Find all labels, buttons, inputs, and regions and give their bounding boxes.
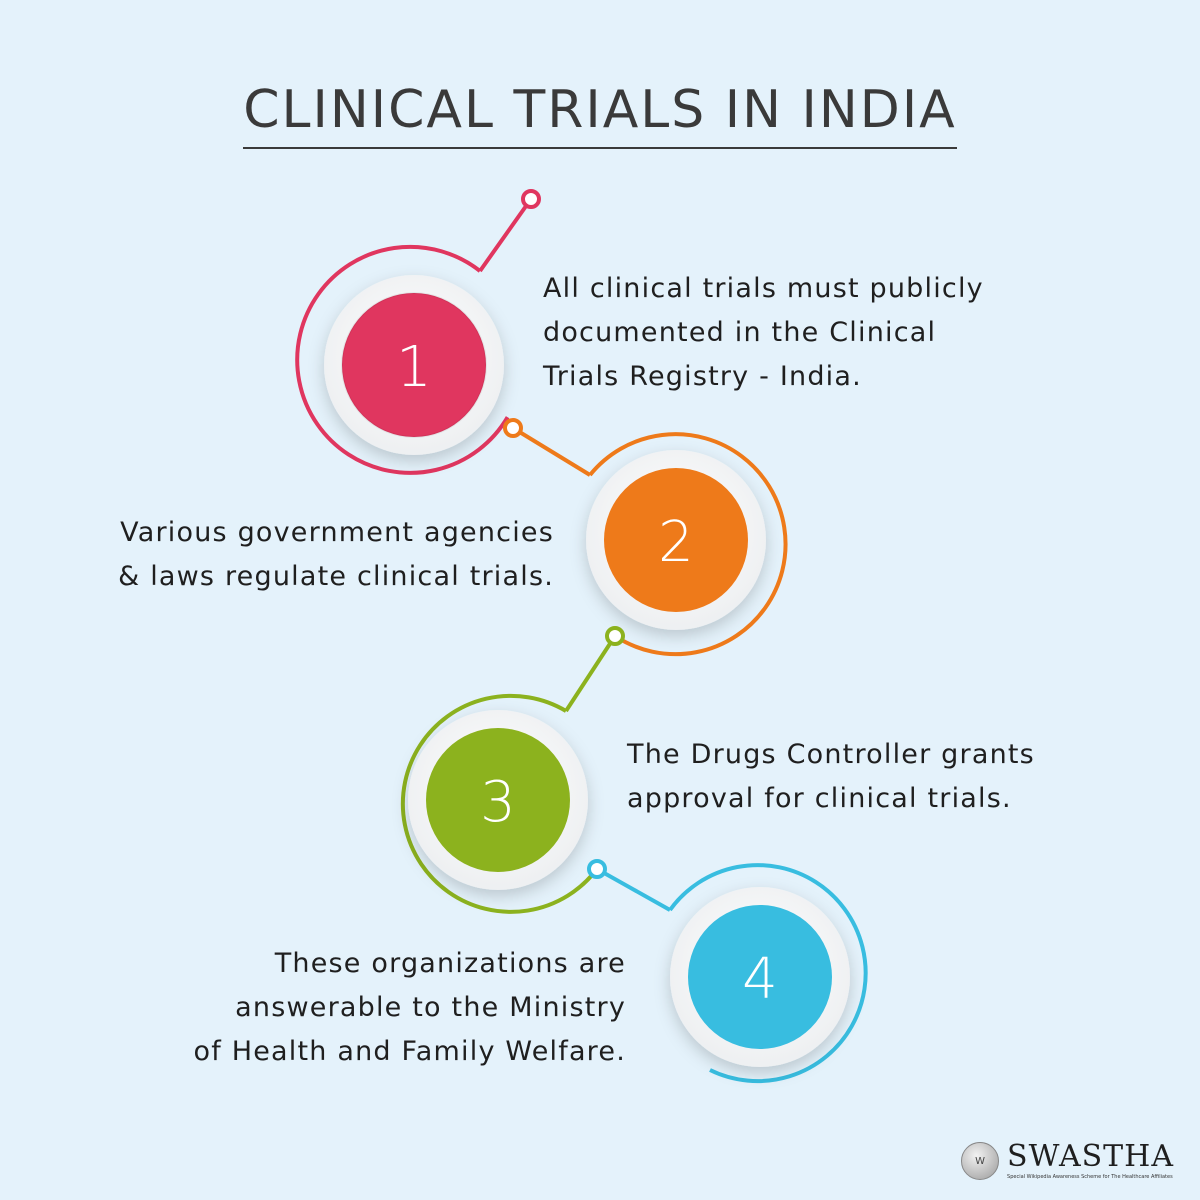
swastha-logo: W SWASTHA Special Wikipedia Awareness Sc… [961,1142,1174,1180]
step-3-text: The Drugs Controller grants approval for… [627,733,1035,821]
step-2-connector [511,426,592,477]
step-2-connector-dot [503,418,523,438]
step-1-badge [342,293,486,437]
step-4-text-line: of Health and Family Welfare. [193,1036,626,1067]
step-4-text-line: answerable to the Ministry [235,992,626,1023]
step-4-text: These organizations are answerable to th… [194,942,626,1074]
step-3-text-line: The Drugs Controller grants [627,739,1035,770]
step-2-text-line: & laws regulate clinical trials. [118,561,554,592]
step-1-node: 1 [295,189,541,475]
step-4-outer-arc [668,863,868,1084]
step-4-text-line: These organizations are [274,948,626,979]
step-2-node: 2 [503,418,788,657]
step-1-text: All clinical trials must publicly docume… [543,267,984,399]
step-4-number: 4 [742,947,778,1012]
step-3-number: 3 [480,770,516,835]
step-3-connector [564,634,617,713]
step-4-connector [596,867,671,912]
step-2-outer-arc [588,432,788,657]
infographic-title: CLINICAL TRIALS IN INDIA [0,81,1200,150]
step-2-number: 2 [658,510,694,575]
step-3-outer-arc [400,693,599,914]
step-1-connector-dot [521,189,541,209]
step-4-connector-dot [587,859,607,879]
logo-tagline: Special Wikipedia Awareness Scheme for T… [1007,1174,1173,1180]
step-2-text-line: Various government agencies [120,517,554,548]
step-1-connector [478,197,533,273]
step-4-badge [688,905,832,1049]
step-4-node: 4 [587,859,868,1084]
step-2-badge [604,468,748,612]
wikipedia-globe-icon: W [961,1142,1000,1180]
logo-name: SWASTHA [1007,1139,1174,1174]
step-3-badge [426,728,570,872]
step-3-node: 3 [400,626,625,914]
step-3-connector-dot [605,626,625,646]
step-1-outer-arc [295,244,510,475]
step-1-number: 1 [396,335,432,400]
step-1-text-line: Trials Registry - India. [543,361,862,392]
step-1-text-line: All clinical trials must publicly [543,273,984,304]
step-3-text-line: approval for clinical trials. [627,783,1012,814]
step-1-text-line: documented in the Clinical [543,317,937,348]
step-2-text: Various government agencies & laws regul… [118,511,554,599]
